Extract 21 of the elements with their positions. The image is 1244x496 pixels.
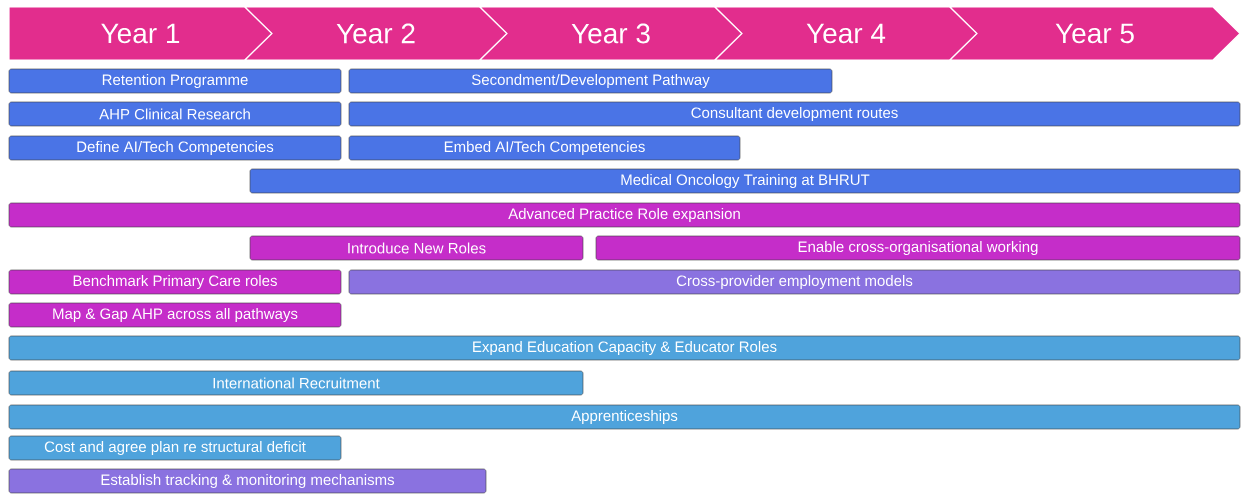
- year-header-segment: Year 5: [948, 6, 1241, 61]
- timeline-bar: Secondment/Development Pathway: [348, 68, 833, 94]
- timeline-bar: Establish tracking & monitoring mechanisms: [8, 468, 487, 494]
- timeline-bar: Cost and agree plan re structural deficit: [8, 435, 342, 461]
- timeline-bar: Expand Education Capacity & Educator Roles: [8, 335, 1241, 361]
- timeline-bar: Apprenticeships: [8, 404, 1241, 430]
- timeline-bar: Consultant development routes: [348, 101, 1241, 127]
- timeline-bar: Embed AI/Tech Competencies: [348, 135, 741, 161]
- timeline-bar: Define AI/Tech Competencies: [8, 135, 342, 161]
- timeline-bar: International Recruitment: [8, 370, 584, 396]
- timeline-bar: Advanced Practice Role expansion: [8, 202, 1241, 228]
- year-header-segment: Year 1: [8, 6, 273, 61]
- timeline-bar: Cross-provider employment models: [348, 269, 1241, 295]
- node-label: Year 5: [1055, 23, 1134, 44]
- timeline-bar: Introduce New Roles: [249, 235, 584, 261]
- timeline-bar: Medical Oncology Training at BHRUT: [249, 168, 1241, 194]
- timeline-bar: Benchmark Primary Care roles: [8, 269, 342, 295]
- timeline-bar: Map & Gap AHP across all pathways: [8, 302, 342, 328]
- timeline-bar: Enable cross-organisational working: [595, 235, 1241, 261]
- timeline-bar: Retention Programme: [8, 68, 342, 94]
- timeline-bar: AHP Clinical Research: [8, 101, 342, 127]
